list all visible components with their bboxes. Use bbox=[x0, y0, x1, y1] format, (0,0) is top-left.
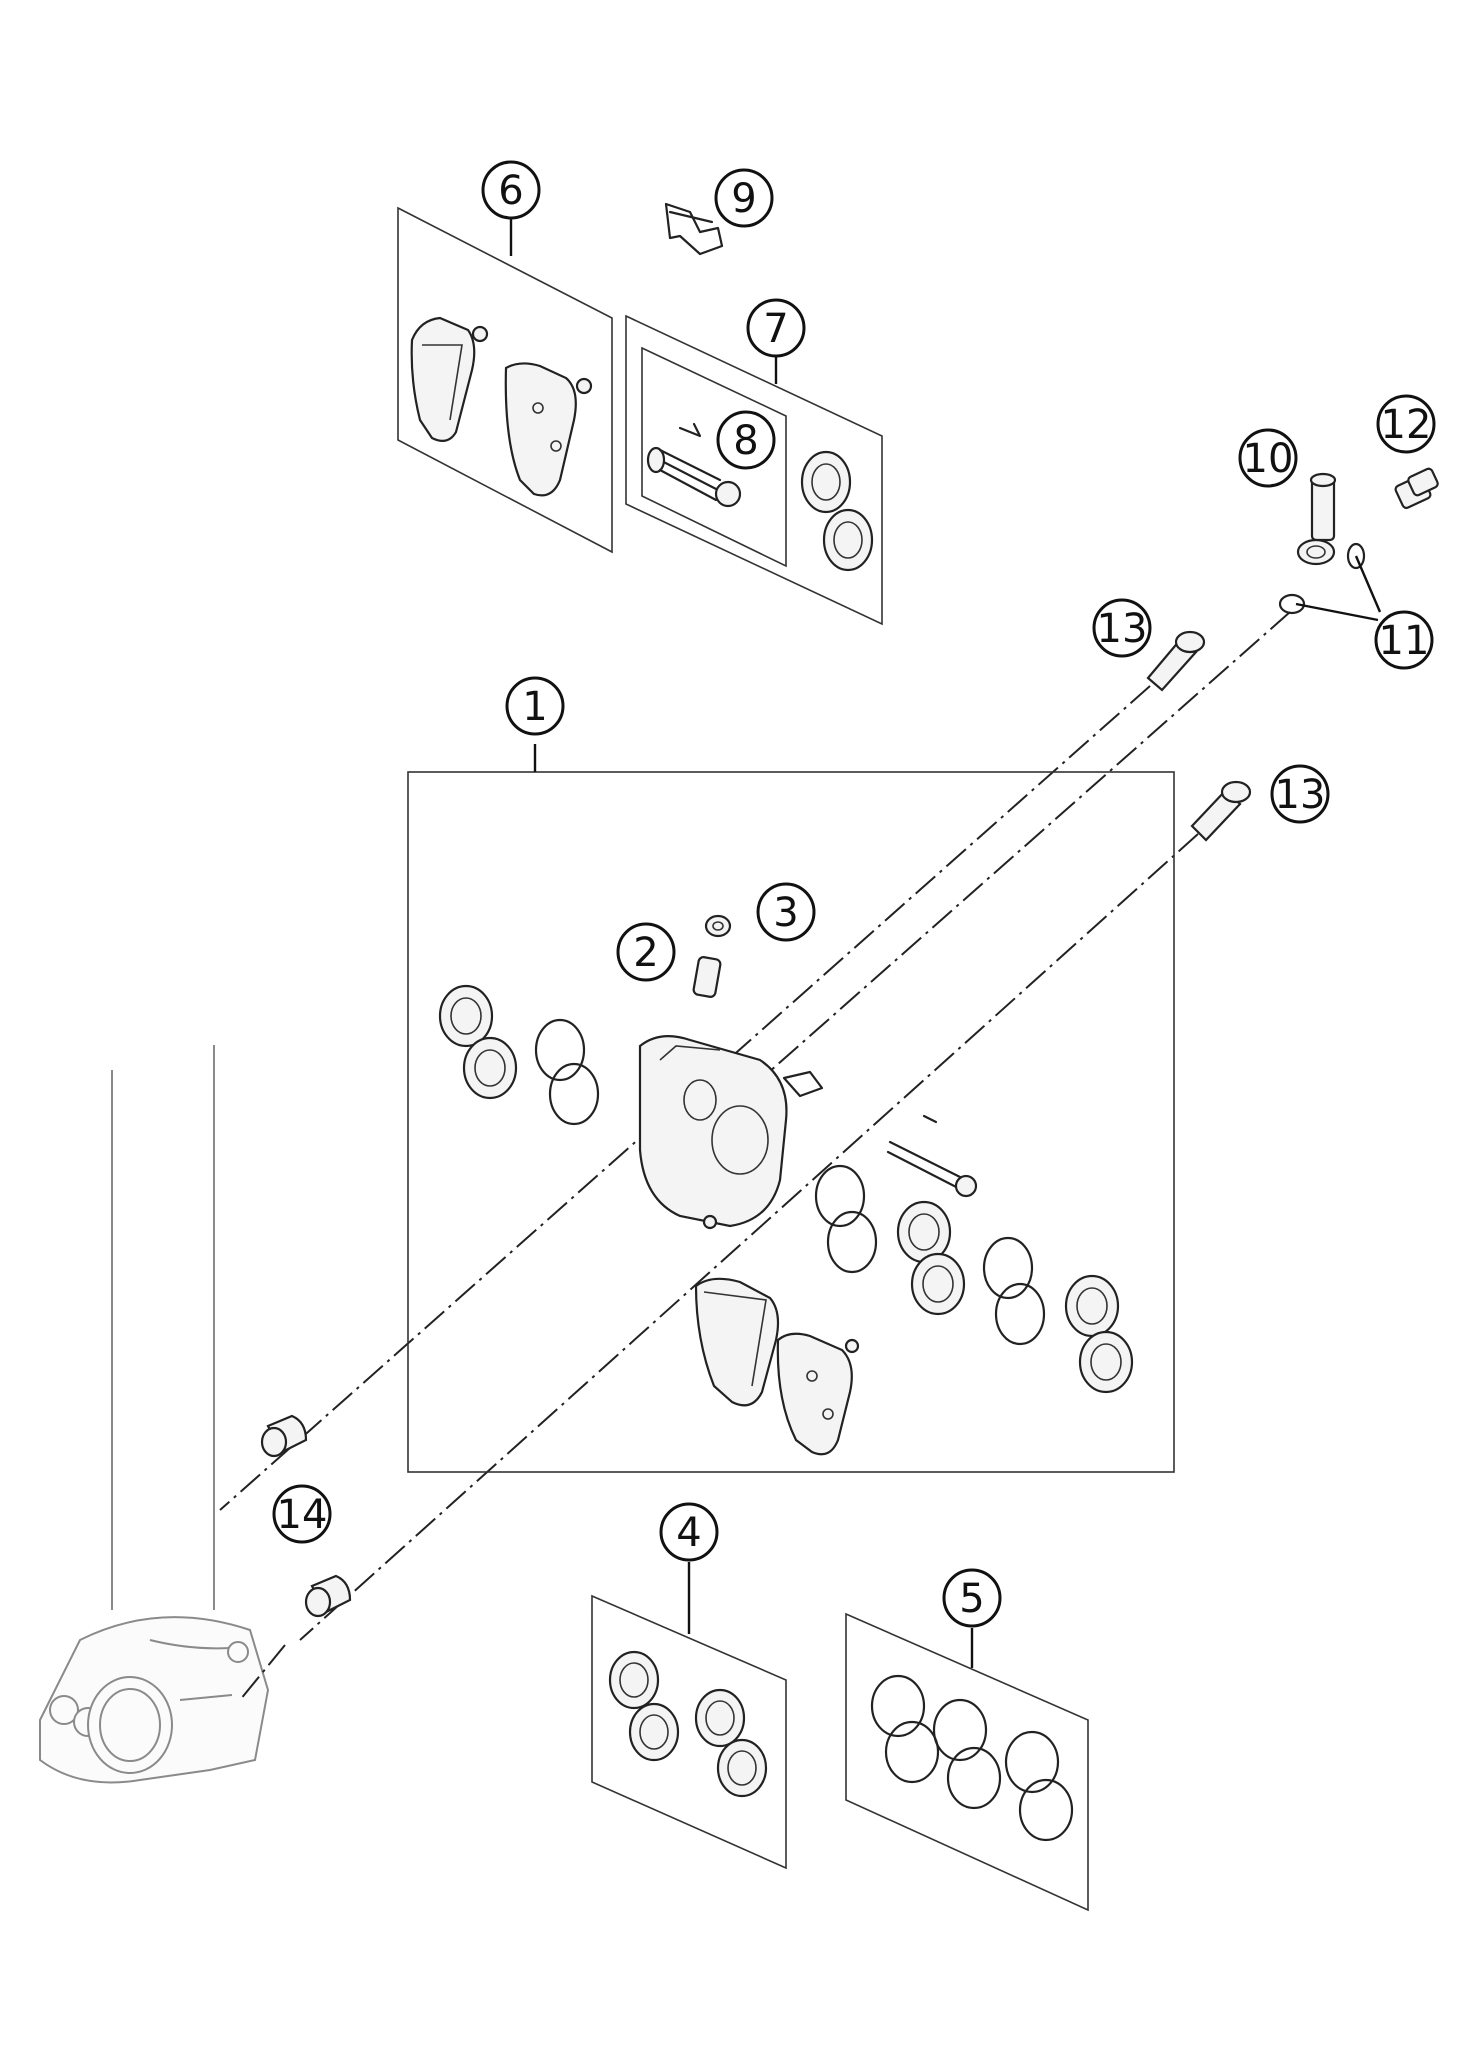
callout-label-8: 8 bbox=[733, 418, 758, 464]
callout-label-11: 11 bbox=[1379, 618, 1430, 664]
seal-kit-panel bbox=[845, 1612, 1089, 1912]
brake-pad-kit-panel bbox=[397, 206, 613, 554]
piston-seal-kit-panel bbox=[625, 314, 883, 626]
callout-label-10: 10 bbox=[1243, 436, 1294, 482]
caliper-housing-part bbox=[638, 1035, 788, 1230]
callout-12: 12 bbox=[1376, 394, 1436, 454]
callout-label-2: 2 bbox=[633, 930, 658, 976]
callout-label-5: 5 bbox=[959, 1576, 984, 1622]
callout-6: 6 bbox=[481, 160, 541, 220]
brake-pad-part bbox=[694, 1277, 860, 1456]
callout-8: 8 bbox=[716, 410, 776, 470]
caliper-piston-part bbox=[438, 984, 600, 1126]
callout-7: 7 bbox=[746, 298, 806, 358]
callout-3: 3 bbox=[756, 882, 816, 942]
callout-label-12: 12 bbox=[1381, 402, 1432, 448]
callout-label-13-upper: 13 bbox=[1097, 606, 1148, 652]
bleeder-valve-part bbox=[692, 914, 732, 998]
callout-9: 9 bbox=[714, 168, 774, 228]
callout-5: 5 bbox=[942, 1568, 1002, 1628]
piston-seal-right-part bbox=[814, 1164, 1134, 1394]
banjo-bolt-part bbox=[1296, 472, 1337, 566]
callout-1: 1 bbox=[505, 676, 565, 736]
callout-10: 10 bbox=[1238, 428, 1298, 488]
callout-14: 14 bbox=[272, 1484, 332, 1544]
caliper-bolt-part bbox=[1146, 630, 1252, 842]
callout-label-4: 4 bbox=[676, 1510, 701, 1556]
callout-label-9: 9 bbox=[731, 176, 756, 222]
callout-label-14: 14 bbox=[277, 1492, 328, 1538]
spacer-bushing-part bbox=[260, 1414, 352, 1618]
piston-kit-panel bbox=[591, 1594, 787, 1870]
pad-pin-part bbox=[782, 1070, 978, 1198]
callout-label-6: 6 bbox=[498, 168, 523, 214]
callout-13-upper: 13 bbox=[1092, 598, 1152, 658]
callout-label-13-lower: 13 bbox=[1275, 772, 1326, 818]
callout-label-1: 1 bbox=[522, 684, 547, 730]
callout-11: 11 bbox=[1374, 610, 1434, 670]
front-fork-leg bbox=[39, 1045, 270, 1784]
sealing-ring-part bbox=[1278, 542, 1366, 615]
pad-spring-part bbox=[664, 202, 724, 256]
callout-4: 4 bbox=[659, 1502, 719, 1562]
callout-13-lower: 13 bbox=[1270, 764, 1330, 824]
caliper-assembly-frame bbox=[407, 771, 1175, 1473]
callout-label-7: 7 bbox=[763, 306, 788, 352]
callout-2: 2 bbox=[616, 922, 676, 982]
callout-label-3: 3 bbox=[773, 890, 798, 936]
bleeder-screw-part bbox=[1394, 467, 1439, 509]
callout-leader-lines bbox=[509, 218, 1382, 1668]
